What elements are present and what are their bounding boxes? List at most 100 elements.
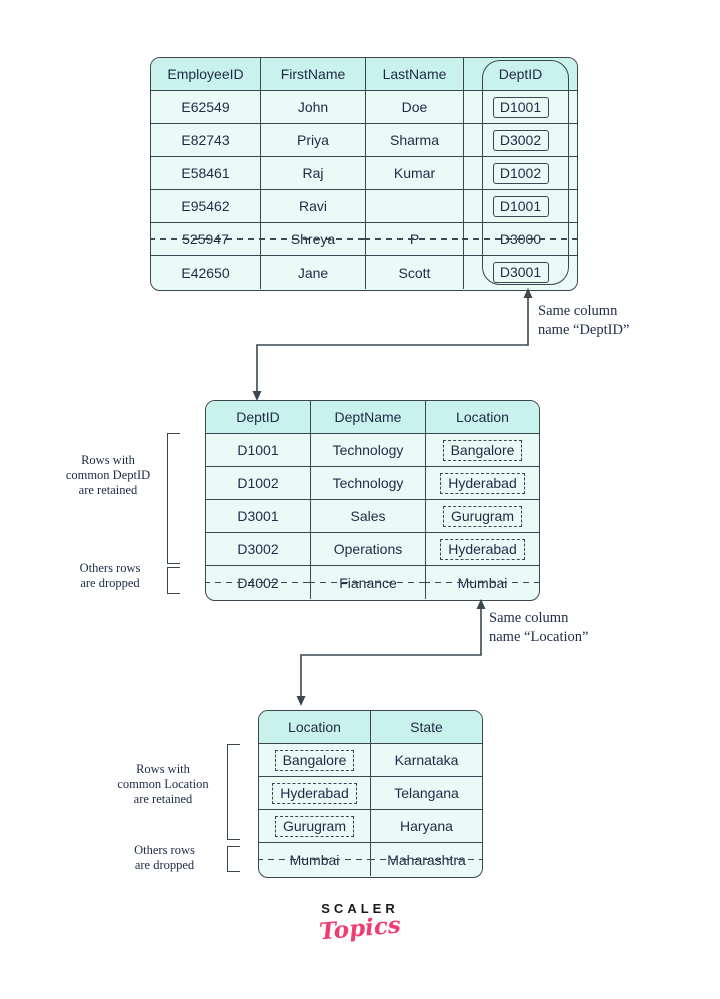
table-cell: Telangana [394,785,459,801]
table-cell: Hyderabad [426,467,539,499]
note-line: are retained [78,483,138,497]
table-cell: Technology [311,434,426,466]
table-cell: Hyderabad [426,533,539,565]
arrow-deptid-line [256,297,529,392]
table-row: Hyderabad Telangana [259,777,482,810]
table-row: D1001 Technology Bangalore [206,434,539,467]
table-cell: Raj [261,157,366,189]
table-cell: Mumbai [424,566,539,599]
column-header-employeeid: EmployeeID [151,58,261,90]
location-table: Location State Bangalore Karnataka Hyder… [258,710,483,878]
table-cell: 525947 [151,223,262,255]
location-value-box: Bangalore [274,749,355,771]
table-row: D3002 Operations Hyderabad [206,533,539,566]
scaler-topics-logo: SCALER Topics [300,901,420,946]
table-row: Bangalore Karnataka [259,744,482,777]
table-cell: Bangalore [259,744,371,776]
logo-scaler-text: SCALER [321,901,399,916]
deptid-value-box: D1001 [492,195,549,217]
table-cell: D1001 [464,190,577,222]
table-cell: Doe [366,91,464,123]
table-cell: Bangalore [426,434,539,466]
note-location-dropped: Others rows are dropped [112,843,217,873]
note-line: Rows with [136,762,190,776]
column-header-location: Location [456,409,509,425]
table-cell: D1001 [206,434,311,466]
table-cell: D3002 [206,533,311,565]
note-line: Rows with [81,453,135,467]
table-cell: John [261,91,366,123]
table-cell: Shreya [259,223,367,255]
table-cell: Operations [311,533,426,565]
dropped-table-row: D4002 Fianance Mumbai [206,566,539,599]
note-dept-dropped: Others rows are dropped [60,561,160,591]
table-row: D3001 Sales Gurugram [206,500,539,533]
table-cell: Sharma [366,124,464,156]
label-line: Same column [489,610,569,626]
department-table-header-row: DeptID DeptName Location [206,401,539,434]
location-value-box: Hyderabad [440,472,525,494]
note-line: are dropped [134,858,195,872]
table-cell: D1002 [206,467,311,499]
table-cell: Gurugram [426,500,539,532]
department-table: DeptID DeptName Location D1001 Technolog… [205,400,540,601]
table-cell: E58461 [151,157,261,189]
table-cell: Karnataka [394,752,459,768]
table-cell: Jane [261,256,366,289]
table-cell: Haryana [400,818,453,834]
table-cell: P [364,223,465,255]
table-cell: Technology [311,467,426,499]
location-value-box: Hyderabad [440,538,525,560]
table-cell: Kumar [366,157,464,189]
table-cell: Sales [311,500,426,532]
table-row: E95462 Ravi D1001 [151,190,577,223]
table-cell: D1001 [464,91,577,123]
dropped-table-row: Mumbai Maharashtra [259,843,482,876]
table-cell: Maharashtra [369,843,482,876]
location-value-box: Hyderabad [272,782,357,804]
table-cell: D1002 [464,157,577,189]
note-line: Others rows [79,561,141,575]
table-cell: E62549 [151,91,261,123]
deptid-value-box: D1001 [492,96,549,118]
retained-rows-bracket [167,433,180,564]
table-cell: Mumbai [259,843,372,876]
location-value-box: Gurugram [274,815,355,837]
table-cell: D4002 [206,566,312,599]
column-header-deptname: DeptName [311,401,426,433]
column-header-deptid: DeptID [206,401,311,433]
deptid-value-box: D3001 [492,262,549,283]
note-line: are dropped [80,576,140,590]
arrow-location-line [300,608,482,697]
deptid-value-box: D1002 [492,162,549,184]
retained-rows-bracket [227,744,240,840]
arrowhead-down-location-icon [296,696,306,706]
table-cell: E95462 [151,190,261,222]
note-line: are retained [133,792,193,806]
label-same-column-deptid: Same column name “DeptID” [538,302,629,340]
table-cell: Ravi [261,190,366,222]
dropped-rows-bracket [227,846,240,872]
table-cell: E82743 [151,124,261,156]
table-row: E82743 Priya Sharma D3002 [151,124,577,157]
note-line: Others rows [134,843,195,857]
table-cell: D3002 [464,124,577,156]
column-header-state: State [410,719,443,735]
dropped-table-row: 525947 Shreya P D3000 [151,223,577,256]
label-line: name “DeptID” [538,322,630,338]
location-table-header-row: Location State [259,711,482,744]
column-header-firstname: FirstName [261,58,366,90]
table-cell-empty [366,190,464,222]
employee-table-header-row: EmployeeID FirstName LastName DeptID [151,58,577,91]
table-cell: Hyderabad [259,777,371,809]
table-cell: D3001 [464,256,577,289]
note-line: common Location [117,777,209,791]
dropped-rows-bracket [167,567,180,594]
column-header-deptid: DeptID [498,66,543,82]
table-cell: D3001 [206,500,311,532]
table-cell: Gurugram [259,810,371,842]
table-row: D1002 Technology Hyderabad [206,467,539,500]
table-row: Gurugram Haryana [259,810,482,843]
note-line: common DeptID [65,468,151,482]
